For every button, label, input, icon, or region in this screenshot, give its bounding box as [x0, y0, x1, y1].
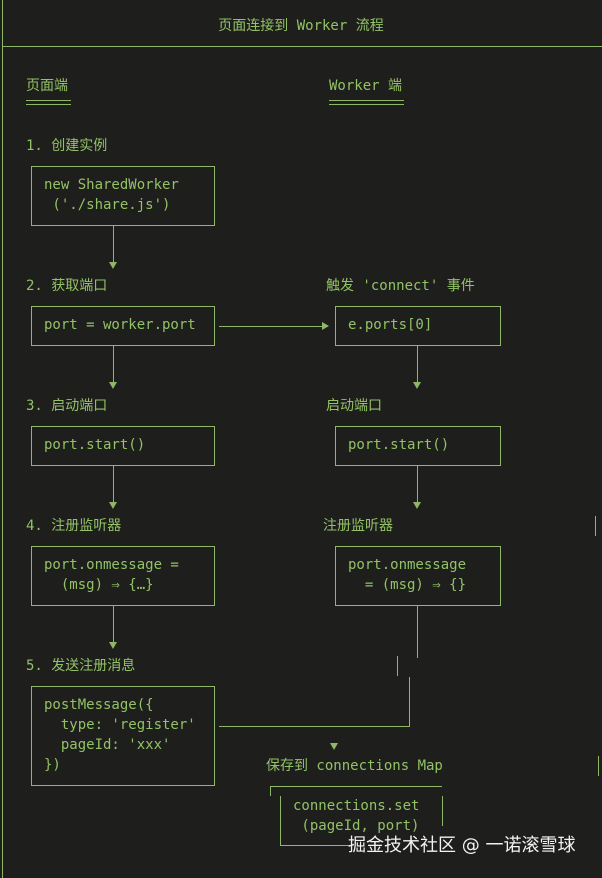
box-e-ports: e.ports[0]: [335, 306, 501, 346]
connector-worker-3-4: [417, 466, 418, 502]
column-underline-worker: [329, 100, 404, 101]
box-post-message: postMessage({ type: 'register' pageId: '…: [31, 686, 215, 786]
column-header-page: 页面端: [26, 78, 68, 94]
connector-worker-4-5: [417, 606, 418, 658]
arrow-down-1: [109, 262, 117, 269]
connector-3-4: [113, 466, 114, 502]
connector-post-to-worker: [219, 726, 409, 727]
column-underline-worker-2: [329, 104, 404, 105]
arrow-down-worker-3: [413, 502, 421, 509]
title-divider: [2, 46, 602, 47]
box-page-onmessage: port.onmessage = (msg) ⇒ {…}: [31, 546, 215, 606]
connector-worker-2-3: [417, 346, 418, 382]
worker-start-label: 启动端口: [326, 398, 382, 414]
diagram-title: 页面连接到 Worker 流程: [218, 18, 384, 34]
margin-tick-1: [595, 516, 596, 536]
step-2-label: 2. 获取端口: [26, 278, 108, 294]
arrow-down-worker-2: [413, 382, 421, 389]
frame-left-border: [2, 0, 3, 878]
arrow-down-4: [109, 642, 117, 649]
column-underline-page-2: [26, 104, 71, 105]
worker-listen-label: 注册监听器: [323, 518, 393, 534]
worker-save-label: 保存到 connections Map: [266, 758, 443, 774]
connector-2-3: [113, 346, 114, 382]
step-3-label: 3. 启动端口: [26, 398, 108, 414]
column-header-worker: Worker 端: [329, 78, 403, 94]
margin-tick-3: [598, 756, 599, 776]
arrow-right-port: [322, 322, 329, 330]
box-worker-port-start: port.start(): [335, 426, 501, 466]
connector-1-2: [113, 226, 114, 262]
save-box-left-border: [280, 796, 281, 846]
watermark-text: 掘金技术社区 @ 一诺滚雪球: [348, 835, 576, 856]
arrow-down-2: [109, 382, 117, 389]
save-box-top-border: [270, 786, 442, 787]
margin-tick-2: [397, 656, 398, 676]
save-box-tick-left: [270, 786, 271, 796]
save-box-bottom-border: [280, 845, 350, 846]
box-connections-set: connections.set (pageId, port): [293, 798, 420, 834]
step-4-label: 4. 注册监听器: [26, 518, 122, 534]
box-page-port-start: port.start(): [31, 426, 215, 466]
connector-post-up: [409, 677, 410, 727]
worker-connect-label: 触发 'connect' 事件: [326, 278, 475, 294]
save-box-right-border: [442, 796, 443, 826]
box-worker-port: port = worker.port: [31, 306, 215, 346]
connector-4-5: [113, 606, 114, 642]
column-underline-page: [26, 100, 71, 101]
box-worker-onmessage: port.onmessage = (msg) ⇒ {}: [335, 546, 501, 606]
step-5-label: 5. 发送注册消息: [26, 658, 136, 674]
connector-port-to-worker: [219, 326, 323, 327]
box-create-sharedworker: new SharedWorker ('./share.js'): [31, 166, 215, 226]
arrow-down-3: [109, 502, 117, 509]
step-1-label: 1. 创建实例: [26, 138, 108, 154]
arrow-down-save: [330, 743, 338, 750]
